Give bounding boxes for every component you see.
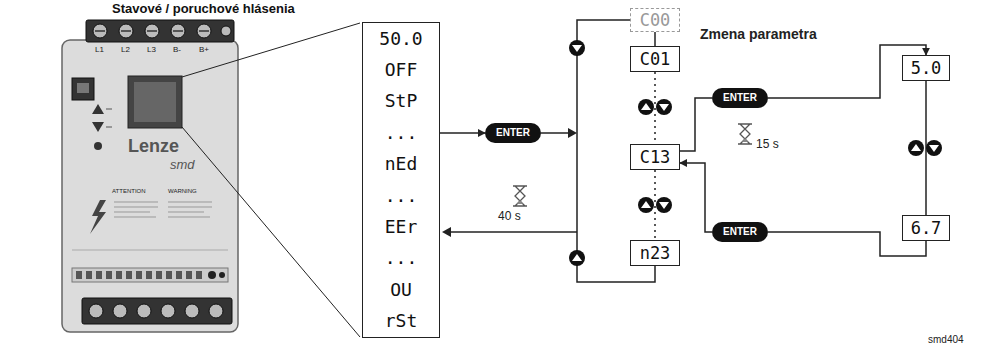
flow-connector xyxy=(654,72,656,144)
flow-connector xyxy=(680,98,712,151)
time-label: 15 s xyxy=(756,138,779,152)
brand-logo: Lenze xyxy=(128,136,179,157)
value-box: 6.7 xyxy=(902,215,950,241)
status-code: OFF xyxy=(385,60,418,80)
key-label: ENTER xyxy=(723,92,757,104)
model-name: smd xyxy=(170,158,195,173)
status-code: ... xyxy=(385,248,418,268)
flow-connector xyxy=(680,163,712,232)
section-title: Zmena parametra xyxy=(700,26,817,42)
figure-id: smd404 xyxy=(928,334,964,346)
parameter-code: C01 xyxy=(640,49,671,69)
parameter-box: n23 xyxy=(630,240,680,266)
status-code: EEr xyxy=(385,217,418,237)
key-label: ENTER xyxy=(496,127,530,139)
status-list-box: 50.0OFF StP... nEd... EEr... OU rSt xyxy=(362,22,440,338)
terminal-label: B+ xyxy=(199,45,209,54)
parameter-code: 6.7 xyxy=(911,218,942,238)
status-code: OU xyxy=(390,280,412,300)
key-label: ENTER xyxy=(723,226,757,238)
value-box: 5.0 xyxy=(902,55,950,81)
parameter-code: n23 xyxy=(640,243,671,263)
status-code: ... xyxy=(385,123,418,143)
flow-connector xyxy=(654,32,656,46)
terminal-label: B- xyxy=(173,45,181,54)
enter-key: ENTER xyxy=(712,88,768,108)
flow-connector xyxy=(654,170,656,240)
enter-key: ENTER xyxy=(712,222,768,242)
flow-connector xyxy=(440,132,485,134)
parameter-code: 5.0 xyxy=(911,58,942,78)
section-title: Stavové / poruchové hlásenia xyxy=(112,1,295,16)
status-code: 50.0 xyxy=(379,29,422,49)
status-code: rSt xyxy=(385,311,418,331)
parameter-box: C00 xyxy=(630,8,680,32)
parameter-box: C13 xyxy=(630,144,680,170)
terminal-label: L1 xyxy=(95,45,104,54)
parameter-code: C13 xyxy=(640,147,671,167)
terminal-label: L2 xyxy=(121,45,130,54)
status-code: ... xyxy=(385,186,418,206)
warning-text: WARNING xyxy=(168,188,197,195)
parameter-box: C01 xyxy=(630,46,680,72)
status-code: nEd xyxy=(385,154,418,174)
status-code: StP xyxy=(385,91,418,111)
parameter-code: C00 xyxy=(640,10,671,30)
enter-key: ENTER xyxy=(485,123,541,143)
time-label: 40 s xyxy=(498,210,521,224)
terminal-label: L3 xyxy=(147,45,156,54)
warning-text: ATTENTION xyxy=(112,188,146,195)
